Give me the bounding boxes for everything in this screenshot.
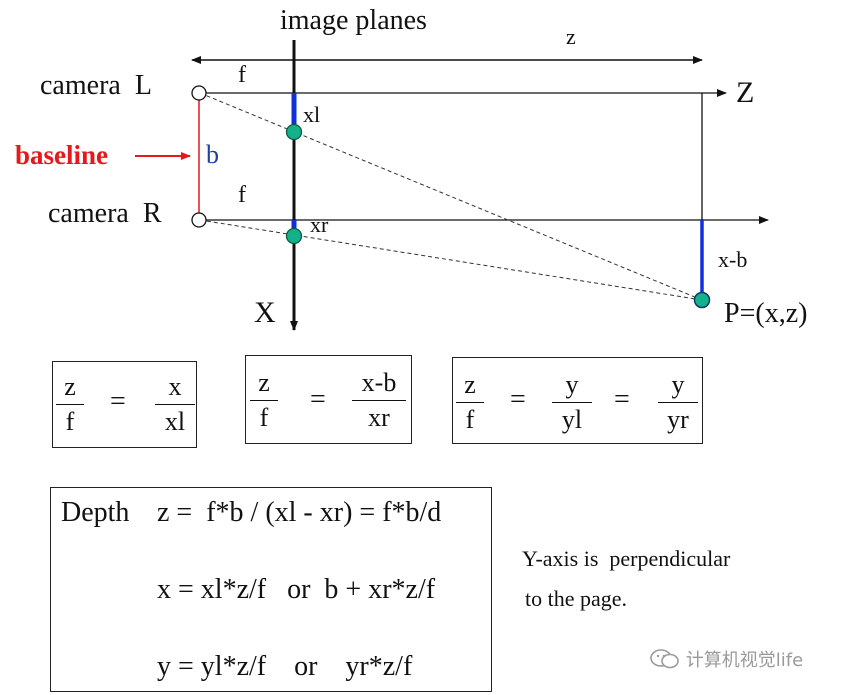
eq2-rhs-numerator: x-b — [352, 368, 406, 401]
eq2-rhs-fraction: x-b xr — [352, 368, 406, 433]
eq3-equals-1: = — [510, 384, 526, 415]
focal-length-bottom-label: f — [238, 182, 246, 208]
eq3-mid-denominator: yl — [561, 405, 583, 434]
camera-right-center — [191, 212, 207, 228]
eq3-lhs-denominator: f — [465, 405, 475, 434]
eq3-rhs-denominator: yr — [667, 405, 689, 434]
eq1-rhs-fraction: x xl — [155, 372, 195, 437]
image-planes-title: image planes — [280, 5, 427, 36]
eq1-lhs-fraction: z f — [56, 372, 84, 437]
z-axis-label: Z — [736, 76, 755, 109]
eq3-rhs-fraction: y yr — [658, 370, 698, 435]
depth-label: Depth — [61, 497, 130, 528]
xr-projection-dot — [285, 227, 303, 245]
point-p-label: P=(x,z) — [724, 298, 808, 329]
eq3-equals-2: = — [614, 384, 630, 415]
eq3-mid-fraction: y yl — [552, 370, 592, 435]
xl-label: xl — [303, 102, 321, 127]
camera-left-center — [191, 85, 207, 101]
focal-length-top-label: f — [238, 62, 246, 88]
point-p-dot — [693, 291, 711, 309]
eq1-rhs-numerator: x — [155, 372, 195, 405]
eq3-lhs-numerator: z — [456, 370, 484, 403]
watermark: 计算机视觉life — [650, 646, 803, 672]
eq1-lhs-numerator: z — [56, 372, 84, 405]
eq3-lhs-fraction: z f — [456, 370, 484, 435]
eq1-lhs-denominator: f — [65, 407, 75, 436]
wechat-icon — [650, 649, 679, 669]
z-dimension-label: z — [566, 24, 576, 49]
depth-formula-line-3: y = yl*z/f or yr*z/f — [157, 651, 413, 682]
eq2-lhs-fraction: z f — [250, 368, 278, 433]
watermark-text: 计算机视觉life — [685, 650, 804, 671]
camera-right-label: camera R — [48, 198, 162, 229]
equation-box-2 — [245, 355, 412, 444]
baseline-label: baseline — [15, 140, 109, 170]
x-axis-label: X — [254, 296, 276, 329]
eq2-lhs-numerator: z — [250, 368, 278, 401]
eq1-rhs-denominator: xl — [164, 407, 186, 436]
ray-left-to-point — [199, 92, 703, 301]
y-axis-note-line-2: to the page. — [525, 586, 628, 611]
xr-label: xr — [310, 212, 329, 237]
depth-formula-box — [50, 487, 492, 692]
equation-box-1 — [52, 361, 197, 448]
depth-formula-line-1: z = f*b / (xl - xr) = f*b/d — [157, 497, 442, 528]
eq2-rhs-denominator: xr — [368, 403, 390, 432]
eq3-mid-numerator: y — [552, 370, 592, 403]
y-axis-note-line-1: Y-axis is perpendicular — [522, 546, 731, 571]
equation-box-3 — [452, 357, 703, 444]
eq2-equals: = — [310, 384, 326, 415]
eq3-rhs-numerator: y — [658, 370, 698, 403]
depth-formula-line-2: x = xl*z/f or b + xr*z/f — [157, 574, 436, 605]
baseline-b-label: b — [206, 140, 219, 169]
eq2-lhs-denominator: f — [259, 403, 269, 432]
x-minus-b-label: x-b — [718, 247, 748, 272]
eq1-equals: = — [110, 386, 126, 417]
camera-left-label: camera L — [40, 70, 152, 101]
xl-projection-dot — [285, 123, 303, 141]
ray-right-to-point — [199, 219, 703, 301]
